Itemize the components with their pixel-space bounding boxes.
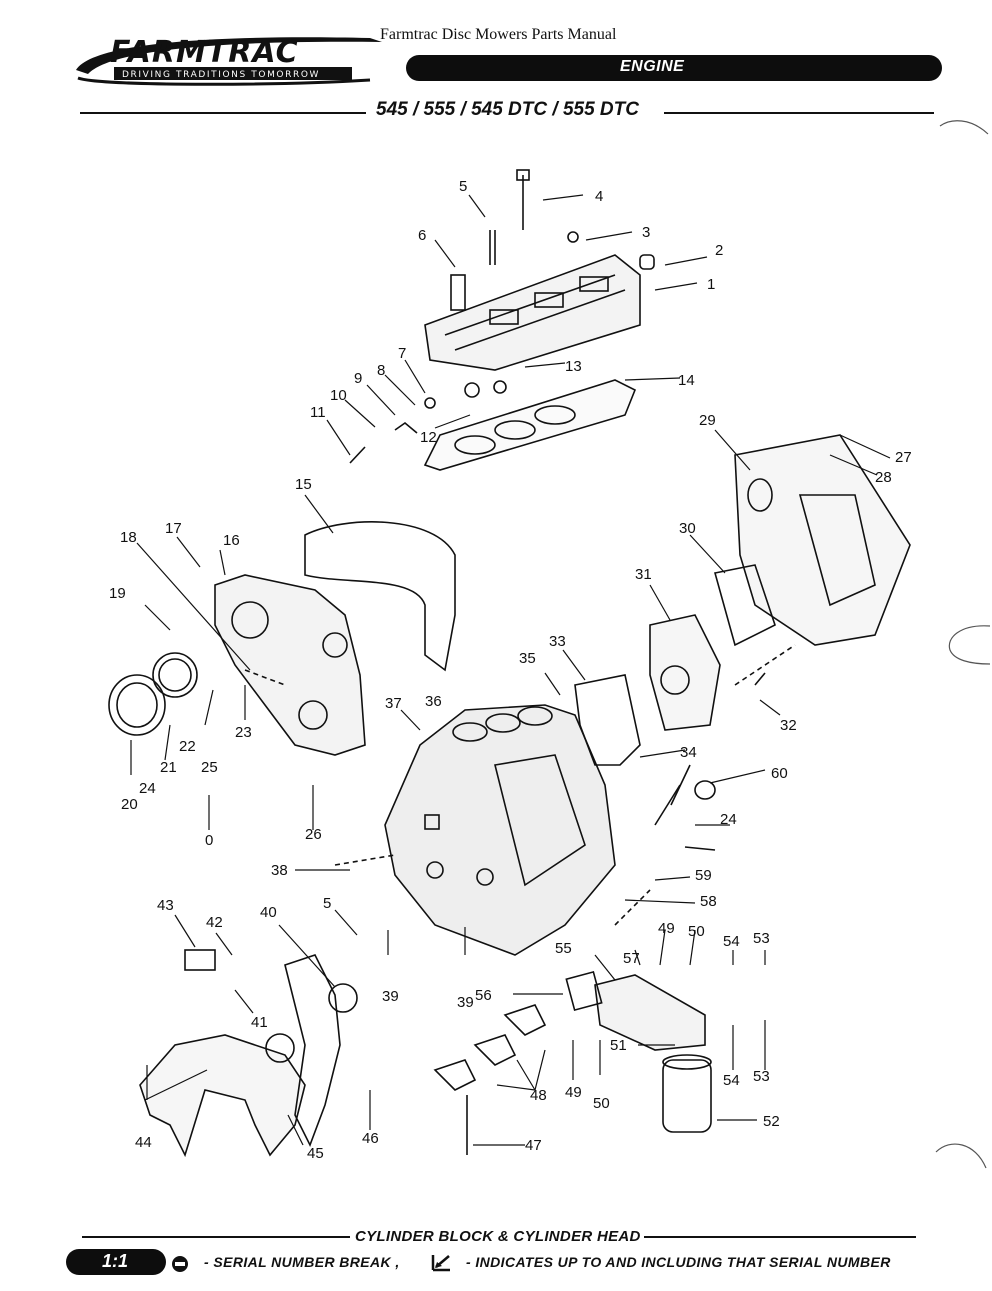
- callout: 56: [475, 987, 492, 1004]
- callout: 9: [354, 370, 362, 387]
- callout: 49: [565, 1084, 582, 1101]
- callout: 60: [771, 765, 788, 782]
- callout: 32: [780, 717, 797, 734]
- model-title: 545 / 555 / 545 DTC / 555 DTC: [376, 99, 639, 120]
- callout: 23: [235, 724, 252, 741]
- callout: 2: [715, 242, 723, 259]
- callout: 18: [120, 529, 137, 546]
- callout: 36: [425, 693, 442, 710]
- callout: 59: [695, 867, 712, 884]
- section-banner: ENGINE: [406, 55, 942, 81]
- callout: 48: [530, 1087, 547, 1104]
- callout: 50: [593, 1095, 610, 1112]
- callout: 5: [323, 895, 331, 912]
- callout: 25: [201, 759, 218, 776]
- callout: 29: [699, 412, 716, 429]
- callout: 10: [330, 387, 347, 404]
- callout: 3: [642, 224, 650, 241]
- callout: 53: [753, 930, 770, 947]
- callout: 5: [459, 178, 467, 195]
- page-number-badge: 1:1: [66, 1249, 166, 1275]
- callout: 47: [525, 1137, 542, 1154]
- callout: 49: [658, 920, 675, 937]
- serial-break-icon: [172, 1256, 188, 1272]
- callout: 57: [623, 950, 640, 967]
- callout: 15: [295, 476, 312, 493]
- callout: 28: [875, 469, 892, 486]
- scan-artifact: [939, 120, 989, 135]
- callout: 55: [555, 940, 572, 957]
- callout: 31: [635, 566, 652, 583]
- callout: 51: [610, 1037, 627, 1054]
- callout: 46: [362, 1130, 379, 1147]
- page-number: 1:1: [102, 1251, 129, 1271]
- footer-rule-left: [82, 1236, 350, 1238]
- callout: 33: [549, 633, 566, 650]
- callout: 20: [121, 796, 138, 813]
- callout: 37: [385, 695, 402, 712]
- callout: 22: [179, 738, 196, 755]
- callout: 24: [720, 811, 737, 828]
- callout: 12: [420, 429, 437, 446]
- logo-tagline: DRIVING TRADITIONS TOMORROW: [122, 70, 320, 80]
- callout: 35: [519, 650, 536, 667]
- callout: 26: [305, 826, 322, 843]
- scan-artifact: [935, 1143, 987, 1169]
- callout: 8: [377, 362, 385, 379]
- callout: 14: [678, 372, 695, 389]
- down-left-arrow-icon: [431, 1255, 450, 1272]
- serial-break-legend: - SERIAL NUMBER BREAK ,: [204, 1254, 400, 1270]
- callout: 21: [160, 759, 177, 776]
- callout: 34: [680, 744, 697, 761]
- callout: 53: [753, 1068, 770, 1085]
- callout: 52: [763, 1113, 780, 1130]
- header-rule-left: [80, 112, 366, 114]
- section-label: ENGINE: [620, 58, 685, 75]
- callout: 40: [260, 904, 277, 921]
- scan-artifact: [948, 625, 991, 665]
- callout: 54: [723, 933, 740, 950]
- callout: 13: [565, 358, 582, 375]
- callout: 27: [895, 449, 912, 466]
- footer-rule-right: [644, 1236, 916, 1238]
- callout: 50: [688, 923, 705, 940]
- callout: 45: [307, 1145, 324, 1162]
- footer-section-title: CYLINDER BLOCK & CYLINDER HEAD: [355, 1228, 641, 1245]
- callout: 4: [595, 188, 603, 205]
- callout: 24: [139, 780, 156, 797]
- callout: 39: [457, 994, 474, 1011]
- document-title: Farmtrac Disc Mowers Parts Manual: [380, 26, 617, 43]
- callout: 30: [679, 520, 696, 537]
- callout: 42: [206, 914, 223, 931]
- callout: 1: [707, 276, 715, 293]
- callout: 38: [271, 862, 288, 879]
- logo-wordmark: FARMTRAC: [110, 35, 299, 70]
- exploded-parts-diagram: 1 2 3 4 5 6 7 8 9 10 11 12 13 14 15 16 1…: [108, 169, 912, 1162]
- farmtrac-logo: FARMTRAC DRIVING TRADITIONS TOMORROW: [76, 35, 382, 86]
- callout: 19: [109, 585, 126, 602]
- callout: 6: [418, 227, 426, 244]
- callout: 16: [223, 532, 240, 549]
- callout: 7: [398, 345, 406, 362]
- callout: 0: [205, 832, 213, 849]
- callout: 58: [700, 893, 717, 910]
- callout: 44: [135, 1134, 152, 1151]
- callout: 17: [165, 520, 182, 537]
- callout: 11: [310, 404, 326, 421]
- callout: 41: [251, 1014, 268, 1031]
- callout: 43: [157, 897, 174, 914]
- callout: 39: [382, 988, 399, 1005]
- serial-upto-legend: - INDICATES UP TO AND INCLUDING THAT SER…: [466, 1254, 891, 1270]
- header-rule-right: [664, 112, 934, 114]
- callout: 54: [723, 1072, 740, 1089]
